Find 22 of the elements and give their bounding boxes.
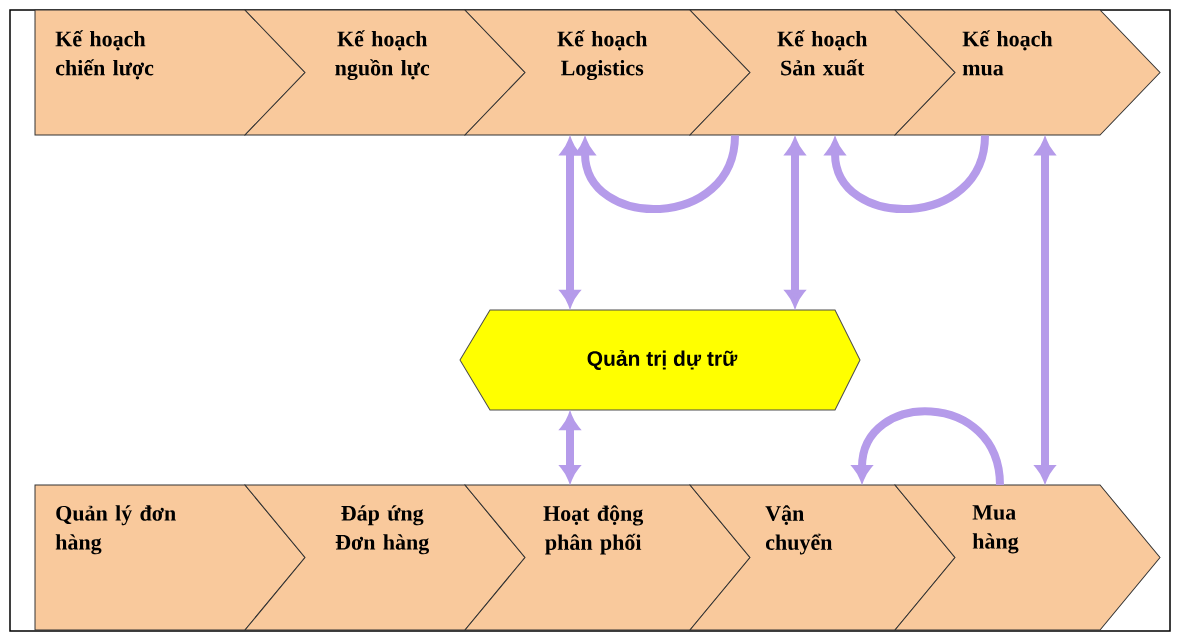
node-label: Quản lý đơn hàng <box>55 505 176 555</box>
chevron-box: Vận chuyển <box>689 484 956 631</box>
chevron-box: Đáp ứng Đơn hàng <box>244 484 526 631</box>
arrow <box>825 134 989 213</box>
chevron-box: Kế hoạch nguồn lực <box>244 9 526 136</box>
arrow <box>560 413 580 482</box>
node-label: Đáp ứng Đơn hàng <box>335 505 430 555</box>
chevron-box: Quản lý đơn hàng <box>34 484 306 631</box>
node-label: Mua hàng <box>972 505 1019 554</box>
arrow <box>1035 138 1055 482</box>
arrow <box>560 138 580 307</box>
chevron-box: Kế hoạch mua <box>894 9 1161 136</box>
node-label: Hoạt động phân phối <box>543 505 644 555</box>
chevron-box: Kế hoạch chiến lược <box>34 9 306 136</box>
chevron-box: Kế hoạch Sản xuất <box>689 9 956 136</box>
chevron-box: Hoạt động phân phối <box>464 484 751 631</box>
node-label: Vận chuyển <box>765 505 833 555</box>
chevron-box: Kế hoạch Logistics <box>464 9 751 136</box>
arrow <box>575 134 739 213</box>
arrow <box>785 138 805 307</box>
chevron-box: Mua hàng <box>894 484 1161 631</box>
hexagon-box: Quản trị dự trữ <box>459 309 861 411</box>
